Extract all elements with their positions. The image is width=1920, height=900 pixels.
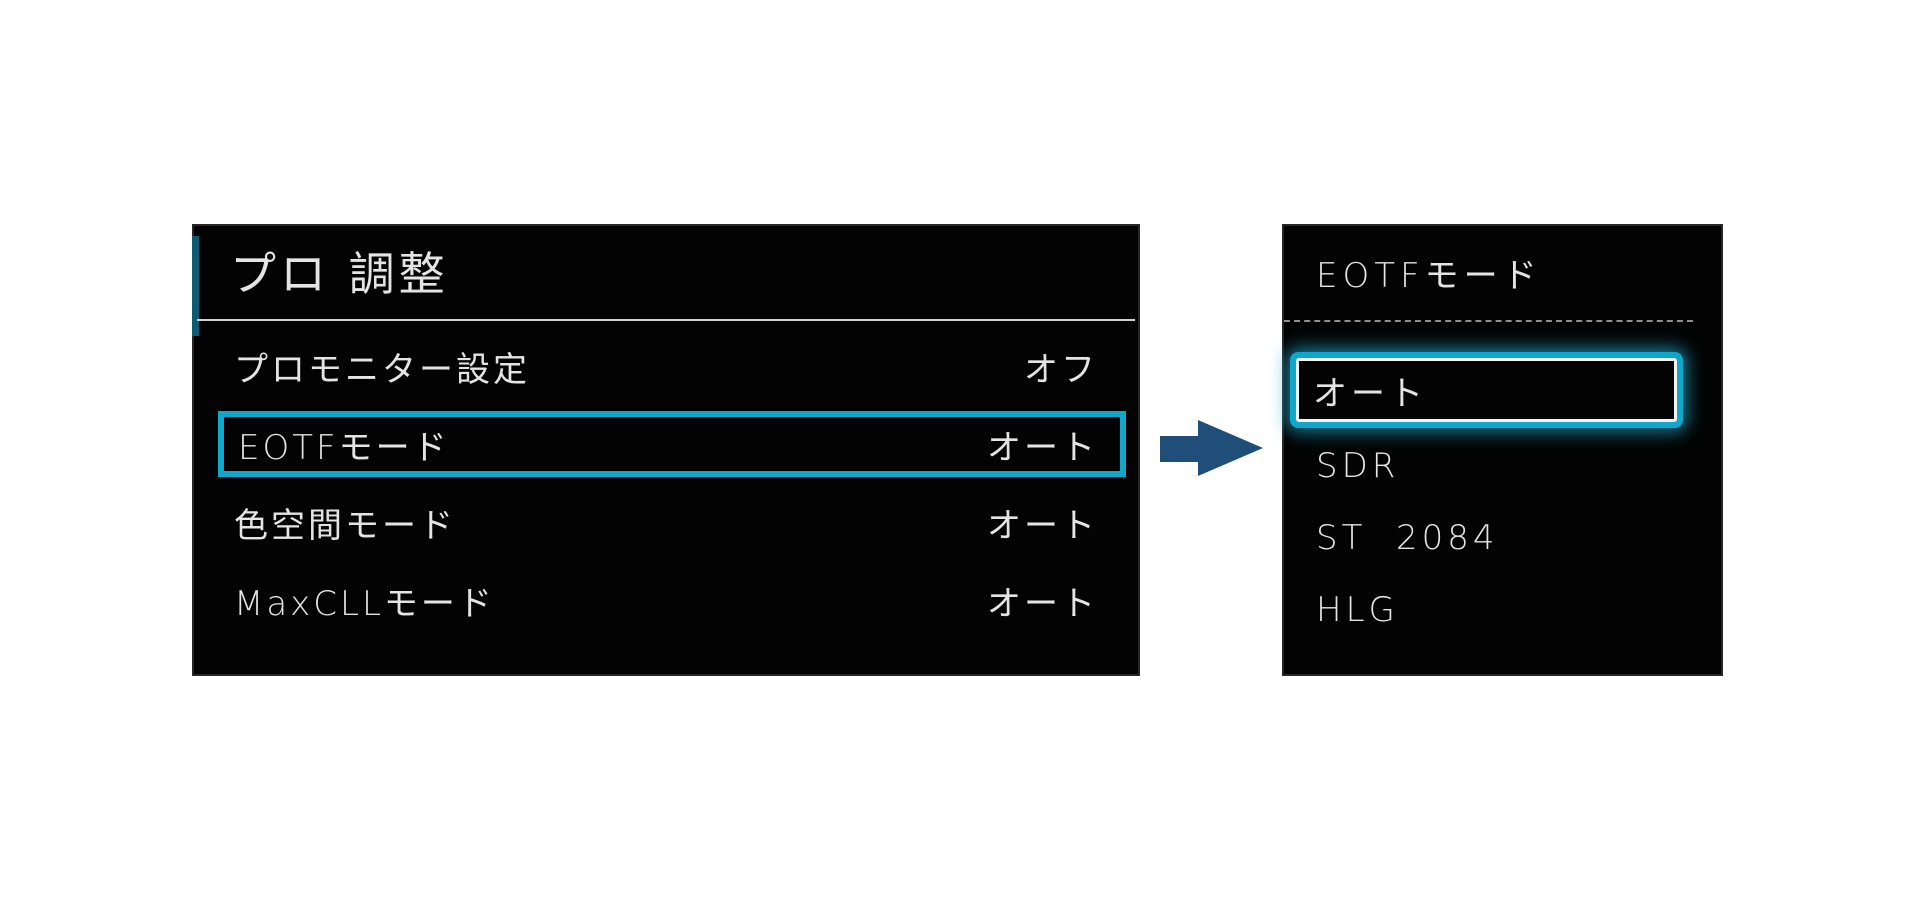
menu-item-label: EOTFモード <box>238 427 450 468</box>
eotf-submenu-title: EOTFモード <box>1316 256 1542 296</box>
pro-adjust-menu-title: プロ 調整 <box>230 247 449 301</box>
option-label: SDR <box>1316 446 1400 486</box>
menu-item-eotf-mode[interactable]: EOTFモード オート <box>218 411 1126 477</box>
submenu-title-separator <box>1284 320 1693 322</box>
menu-item-value: オート <box>987 427 1098 468</box>
option-sdr[interactable]: SDR <box>1284 430 1721 502</box>
menu-item-pro-monitor-settings[interactable]: プロモニター設定 オフ <box>194 327 1138 405</box>
option-st2084[interactable]: ST 2084 <box>1284 502 1721 574</box>
option-label: HLG <box>1316 590 1399 630</box>
option-auto[interactable]: オート <box>1296 358 1677 422</box>
menu-item-label: MaxCLLモード <box>234 583 495 624</box>
menu-item-value: オート <box>987 505 1098 546</box>
option-label: オート <box>1313 373 1427 414</box>
menu-item-label: プロモニター設定 <box>234 349 530 390</box>
eotf-options-list: オート SDR ST 2084 HLG <box>1284 326 1721 646</box>
right-arrow-icon <box>1160 414 1265 482</box>
option-hlg[interactable]: HLG <box>1284 574 1721 646</box>
pro-adjust-menu-list: プロモニター設定 オフ EOTFモード オート 色空間モード オート MaxCL… <box>194 323 1138 674</box>
title-accent-bar <box>192 236 199 336</box>
pro-adjust-menu-panel: プロ 調整 プロモニター設定 オフ EOTFモード オート 色空間モード オート… <box>192 224 1140 676</box>
menu-item-value: オフ <box>1024 349 1098 390</box>
menu-item-label: 色空間モード <box>234 505 456 546</box>
menu-item-color-space-mode[interactable]: 色空間モード オート <box>194 483 1138 561</box>
menu-item-maxcll-mode[interactable]: MaxCLLモード オート <box>194 561 1138 639</box>
title-separator <box>197 319 1135 321</box>
menu-item-value: オート <box>987 583 1098 624</box>
eotf-mode-submenu-panel: EOTFモード オート SDR ST 2084 HLG <box>1282 224 1723 676</box>
option-label: ST 2084 <box>1316 518 1499 558</box>
